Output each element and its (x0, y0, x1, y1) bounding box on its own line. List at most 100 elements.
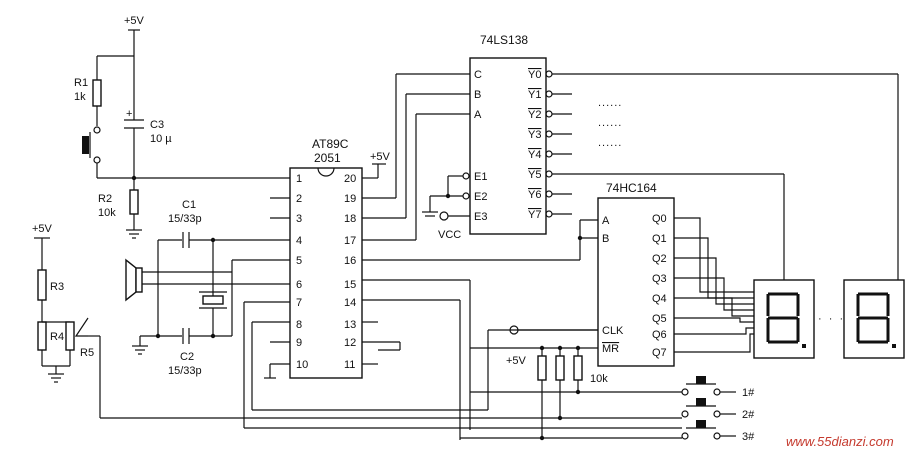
decoder-out-y3: Y3 (528, 129, 541, 141)
r2-value: 10k (98, 207, 116, 219)
display-1-segments (766, 292, 800, 344)
shift-register-body (597, 197, 675, 367)
decoder-chip: 74LS138 C B A E1 E2 E3 Y0 Y1 Y2 Y3 Y4 Y5… (422, 33, 899, 280)
decoder-body (469, 57, 547, 235)
vcc-terminal (439, 211, 449, 221)
decoder-outputs: Y0 Y1 Y2 Y3 Y4 Y5 Y6 Y7 (528, 69, 541, 221)
mcu-notch (317, 167, 335, 177)
shift-register-part: 74HC164 (606, 181, 657, 195)
mcu-pin-5: 5 (296, 255, 302, 267)
mcu-left-pins: 1 2 3 4 5 6 7 8 9 10 (296, 173, 308, 371)
reset-circuit: +5V R1 1k + C3 10 µ R2 10k (74, 15, 290, 239)
button-1-label: 1# (742, 387, 755, 399)
mcu-pin-15: 15 (344, 279, 356, 291)
reset-button (82, 136, 89, 154)
mcu-part: AT89C (312, 137, 349, 151)
c3-plus: + (126, 108, 132, 120)
mcu-pin-2: 2 (296, 193, 302, 205)
c3-value: 10 µ (150, 133, 172, 145)
display-ellipsis: · · · (818, 313, 845, 325)
mcu-model: 2051 (314, 151, 341, 165)
watermark: www.55dianzi.com (786, 434, 894, 449)
vcc-label: VCC (438, 229, 461, 241)
mcu-pin-4: 4 (296, 235, 302, 247)
decoder-in-b: B (474, 89, 481, 101)
pullup-resistor-3 (573, 355, 583, 381)
decoder-out-y6: Y6 (528, 189, 541, 201)
sr-in-clk: CLK (602, 325, 624, 337)
r1-value: 1k (74, 91, 86, 103)
button-2-label: 2# (742, 409, 755, 421)
decoder-out-y5: Y5 (528, 169, 541, 181)
decoder-more-2: ...... (598, 117, 622, 129)
sr-out-q0: Q0 (652, 213, 667, 225)
sr-in-a: A (602, 215, 610, 227)
button-3-contact-a (681, 432, 689, 440)
button-2-contact-a (681, 410, 689, 418)
button-3-contact-b (713, 432, 721, 440)
sr-in-mr: MR (602, 343, 619, 355)
c3-name: C3 (150, 119, 164, 131)
mcu-pin-9: 9 (296, 337, 302, 349)
seven-segment-display-2 (843, 279, 905, 359)
sr-out-q1: Q1 (652, 233, 667, 245)
decoder-in-c: C (474, 69, 482, 81)
c2-value: 15/33p (168, 365, 202, 377)
potentiometer-divider: +5V R3 R4 R5 (32, 223, 682, 419)
decoder-in-e2: E2 (474, 191, 487, 203)
resistor-r4 (37, 321, 47, 351)
supply-label-left: +5V (32, 223, 53, 235)
crystal (202, 295, 224, 305)
supply-label-top: +5V (124, 15, 145, 27)
sr-outputs: Q0 Q1 Q2 Q3 Q4 Q5 Q6 Q7 (652, 213, 667, 359)
pullup-resistor-2 (555, 355, 565, 381)
button-1-contact-a (681, 388, 689, 396)
pullup-value: 10k (590, 373, 608, 385)
mcu-pin-12: 12 (344, 337, 356, 349)
button-1-contact-b (713, 388, 721, 396)
mcu-pin-19: 19 (344, 193, 356, 205)
resistor-r3 (37, 269, 47, 301)
r2-name: R2 (98, 193, 112, 205)
sr-out-q2: Q2 (652, 253, 667, 265)
c1-value: 15/33p (168, 213, 202, 225)
mcu-pin-17: 17 (344, 235, 356, 247)
decoder-in-e1: E1 (474, 171, 487, 183)
sr-out-q5: Q5 (652, 313, 667, 325)
button-2-contact-b (713, 410, 721, 418)
mcu-pin-14: 14 (344, 297, 356, 309)
mcu-pin-8: 8 (296, 319, 302, 331)
decoder-part: 74LS138 (480, 33, 528, 47)
button-2 (696, 398, 706, 406)
oscillator-circuit: C1 15/33p C2 15/33p (125, 199, 290, 377)
mcu-pin-10: 10 (296, 359, 308, 371)
sr-out-q7: Q7 (652, 347, 667, 359)
pullup-resistor-1 (537, 355, 547, 381)
display-2-segments (856, 292, 890, 344)
button-3 (696, 420, 706, 428)
mcu-pin-6: 6 (296, 279, 302, 291)
decoder-more-3: ...... (598, 137, 622, 149)
seven-segment-display-1 (753, 279, 815, 359)
decoder-in-a: A (474, 109, 482, 121)
sr-out-q6: Q6 (652, 329, 667, 341)
decoder-more-1: ...... (598, 97, 622, 109)
decoder-out-y1: Y1 (528, 89, 541, 101)
reset-button-contact-a (93, 126, 101, 134)
r5-name: R5 (80, 347, 94, 359)
shift-register-chip: 74HC164 A B CLK MR Q0 Q1 Q2 Q3 Q4 Q5 Q6 … (470, 181, 754, 441)
speaker-icon (125, 258, 137, 302)
mcu-chip: AT89C 2051 1 2 3 4 5 6 7 8 9 10 20 19 18… (243, 73, 682, 440)
resistor-r2 (129, 189, 139, 215)
mcu-body (289, 167, 363, 379)
r4-name: R4 (50, 331, 64, 343)
decoder-out-y4: Y4 (528, 149, 541, 161)
supply-label-mcu: +5V (370, 151, 391, 163)
mcu-pin-3: 3 (296, 213, 302, 225)
c2-name: C2 (180, 351, 194, 363)
sr-out-q4: Q4 (652, 293, 667, 305)
mcu-pin-18: 18 (344, 213, 356, 225)
decoder-out-y0: Y0 (528, 69, 541, 81)
decoder-out-y7: Y7 (528, 209, 541, 221)
